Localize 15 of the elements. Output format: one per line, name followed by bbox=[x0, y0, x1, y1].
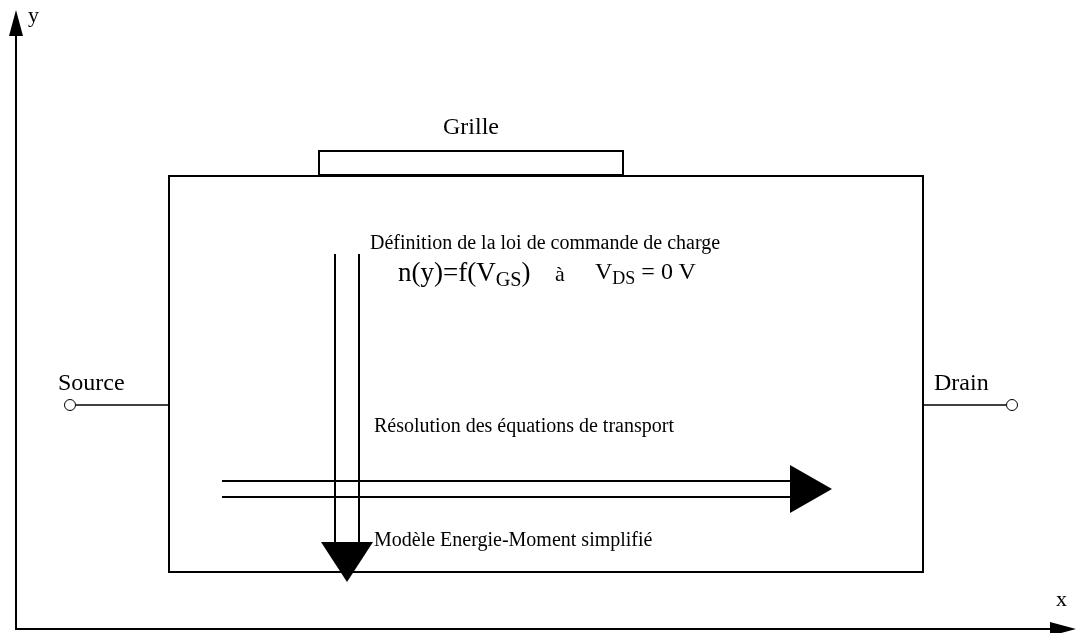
device-text: n(y)=f(V$_{GS}$) bbox=[398, 259, 531, 286]
device-text: à bbox=[555, 263, 565, 285]
device-text: Résolution des équations de transport bbox=[374, 415, 674, 435]
terminal-label: Drain bbox=[934, 370, 989, 394]
device-box bbox=[168, 175, 924, 573]
device-text: Modèle Energie-Moment simplifié bbox=[374, 529, 653, 549]
gate-contact bbox=[318, 150, 624, 176]
device-text: V$_{DS}$ = 0 V bbox=[595, 259, 696, 283]
wire bbox=[923, 404, 1007, 406]
wire bbox=[75, 404, 169, 406]
terminal-label: Source bbox=[58, 370, 125, 394]
device-text: Définition de la loi de commande de charge bbox=[370, 232, 721, 252]
axis-label: x bbox=[1056, 588, 1067, 610]
axis-label: y bbox=[28, 4, 39, 26]
gate-label: Grille bbox=[443, 114, 499, 138]
